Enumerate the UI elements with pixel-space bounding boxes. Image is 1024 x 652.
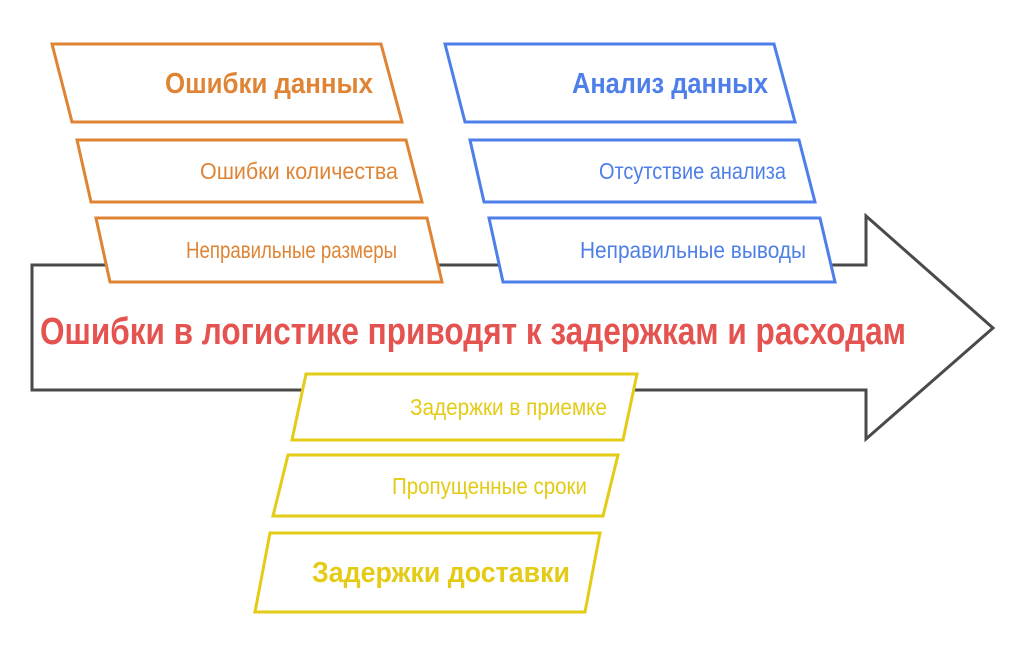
branch-data-analysis-item1-label: Отсутствие анализа [599,158,786,184]
branch-data-errors-header-shape [50,42,404,124]
branch-data-analysis-item2-label: Неправильные выводы [580,237,806,263]
branch-delivery-delays-item2-label: Пропущенные сроки [392,473,587,499]
branch-delivery-delays-header-label: Задержки доставки [312,557,570,589]
branch-data-errors-header-label: Ошибки данных [165,68,373,100]
branch-delivery-delays-item1-label: Задержки в приемке [410,394,607,420]
branch-delivery-delays-item1-shape [290,372,639,442]
branch-delivery-delays-group: Задержки в приемке Пропущенные сроки Зад… [253,372,639,614]
branch-data-analysis-header-label: Анализ данных [572,68,768,100]
main-statement-label: Ошибки в логистике приводят к задержкам … [40,311,906,353]
branch-data-errors-item1-label: Ошибки количества [200,158,398,184]
branch-data-analysis-group: Анализ данных Отсутствие анализа Неправи… [443,42,837,284]
branch-delivery-delays-item2-shape [271,453,620,518]
branch-data-analysis-item2-shape [487,216,837,284]
branch-data-errors-item2-label: Неправильные размеры [186,237,397,263]
branch-delivery-delays-header-shape [253,531,602,614]
branch-data-analysis-header-shape [443,42,797,124]
branch-data-errors-item1-shape [75,138,424,204]
branch-data-errors-item2-shape [94,216,444,284]
branch-data-analysis-item1-shape [468,138,817,204]
branch-data-errors-group: Ошибки данных Ошибки количества Неправил… [50,42,444,284]
